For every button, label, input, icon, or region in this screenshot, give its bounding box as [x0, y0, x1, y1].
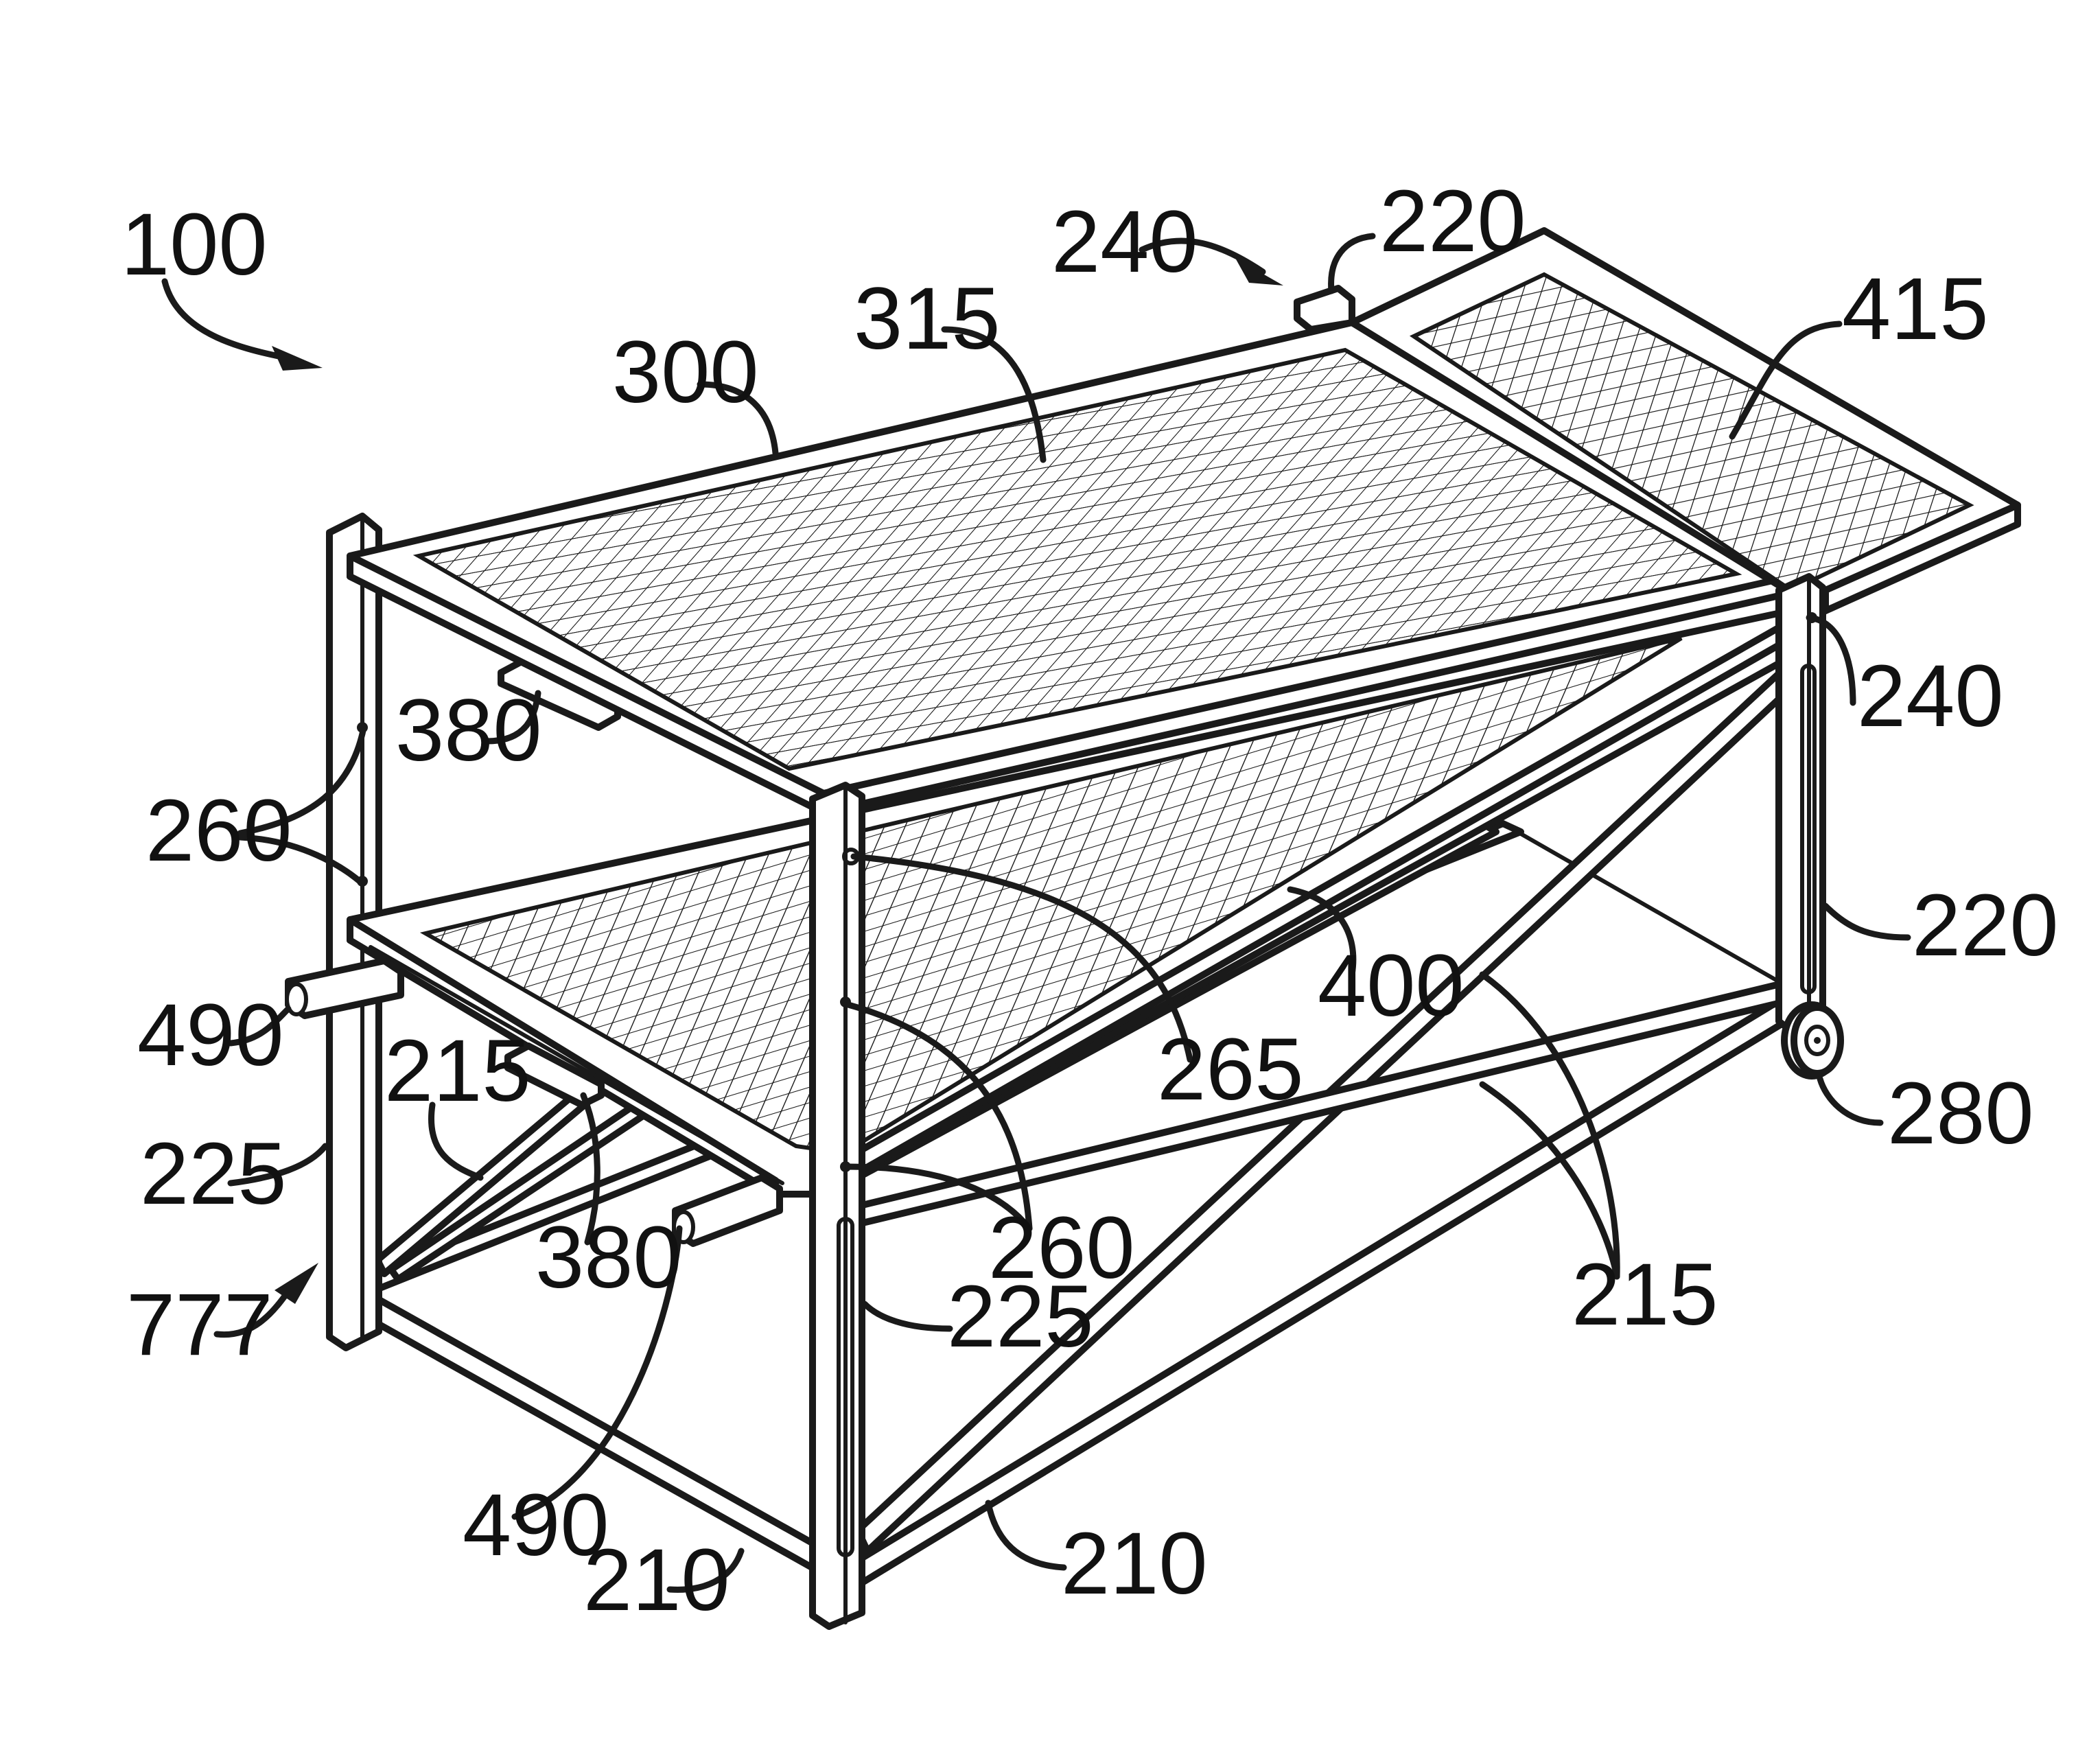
- label-777: 777: [126, 1276, 273, 1374]
- label-240-top: 240: [1051, 193, 1198, 291]
- label-490-left: 490: [137, 986, 284, 1084]
- label-380-lower: 380: [535, 1209, 682, 1307]
- label-220-top: 220: [1379, 172, 1526, 270]
- label-380-top: 380: [395, 681, 542, 780]
- label-100: 100: [121, 196, 268, 294]
- wheel-280: [1784, 1005, 1841, 1076]
- label-225-left: 225: [140, 1125, 287, 1223]
- label-240-right: 240: [1857, 647, 2004, 745]
- label-210-right: 210: [1061, 1515, 1208, 1613]
- label-280: 280: [1887, 1064, 2034, 1163]
- front-left-post: [813, 785, 862, 1627]
- label-300: 300: [612, 323, 759, 421]
- label-260-left: 260: [145, 782, 292, 880]
- label-210-left: 210: [583, 1531, 730, 1629]
- label-225-center: 225: [947, 1268, 1094, 1366]
- label-315: 315: [854, 270, 1001, 368]
- label-215-left: 215: [384, 1022, 531, 1120]
- label-220-right: 220: [1912, 876, 2059, 975]
- label-415: 415: [1842, 260, 1989, 358]
- label-215-right: 215: [1572, 1246, 1718, 1344]
- label-400: 400: [1318, 937, 1465, 1035]
- label-265: 265: [1157, 1021, 1304, 1119]
- front-right-post: [1779, 576, 1823, 1032]
